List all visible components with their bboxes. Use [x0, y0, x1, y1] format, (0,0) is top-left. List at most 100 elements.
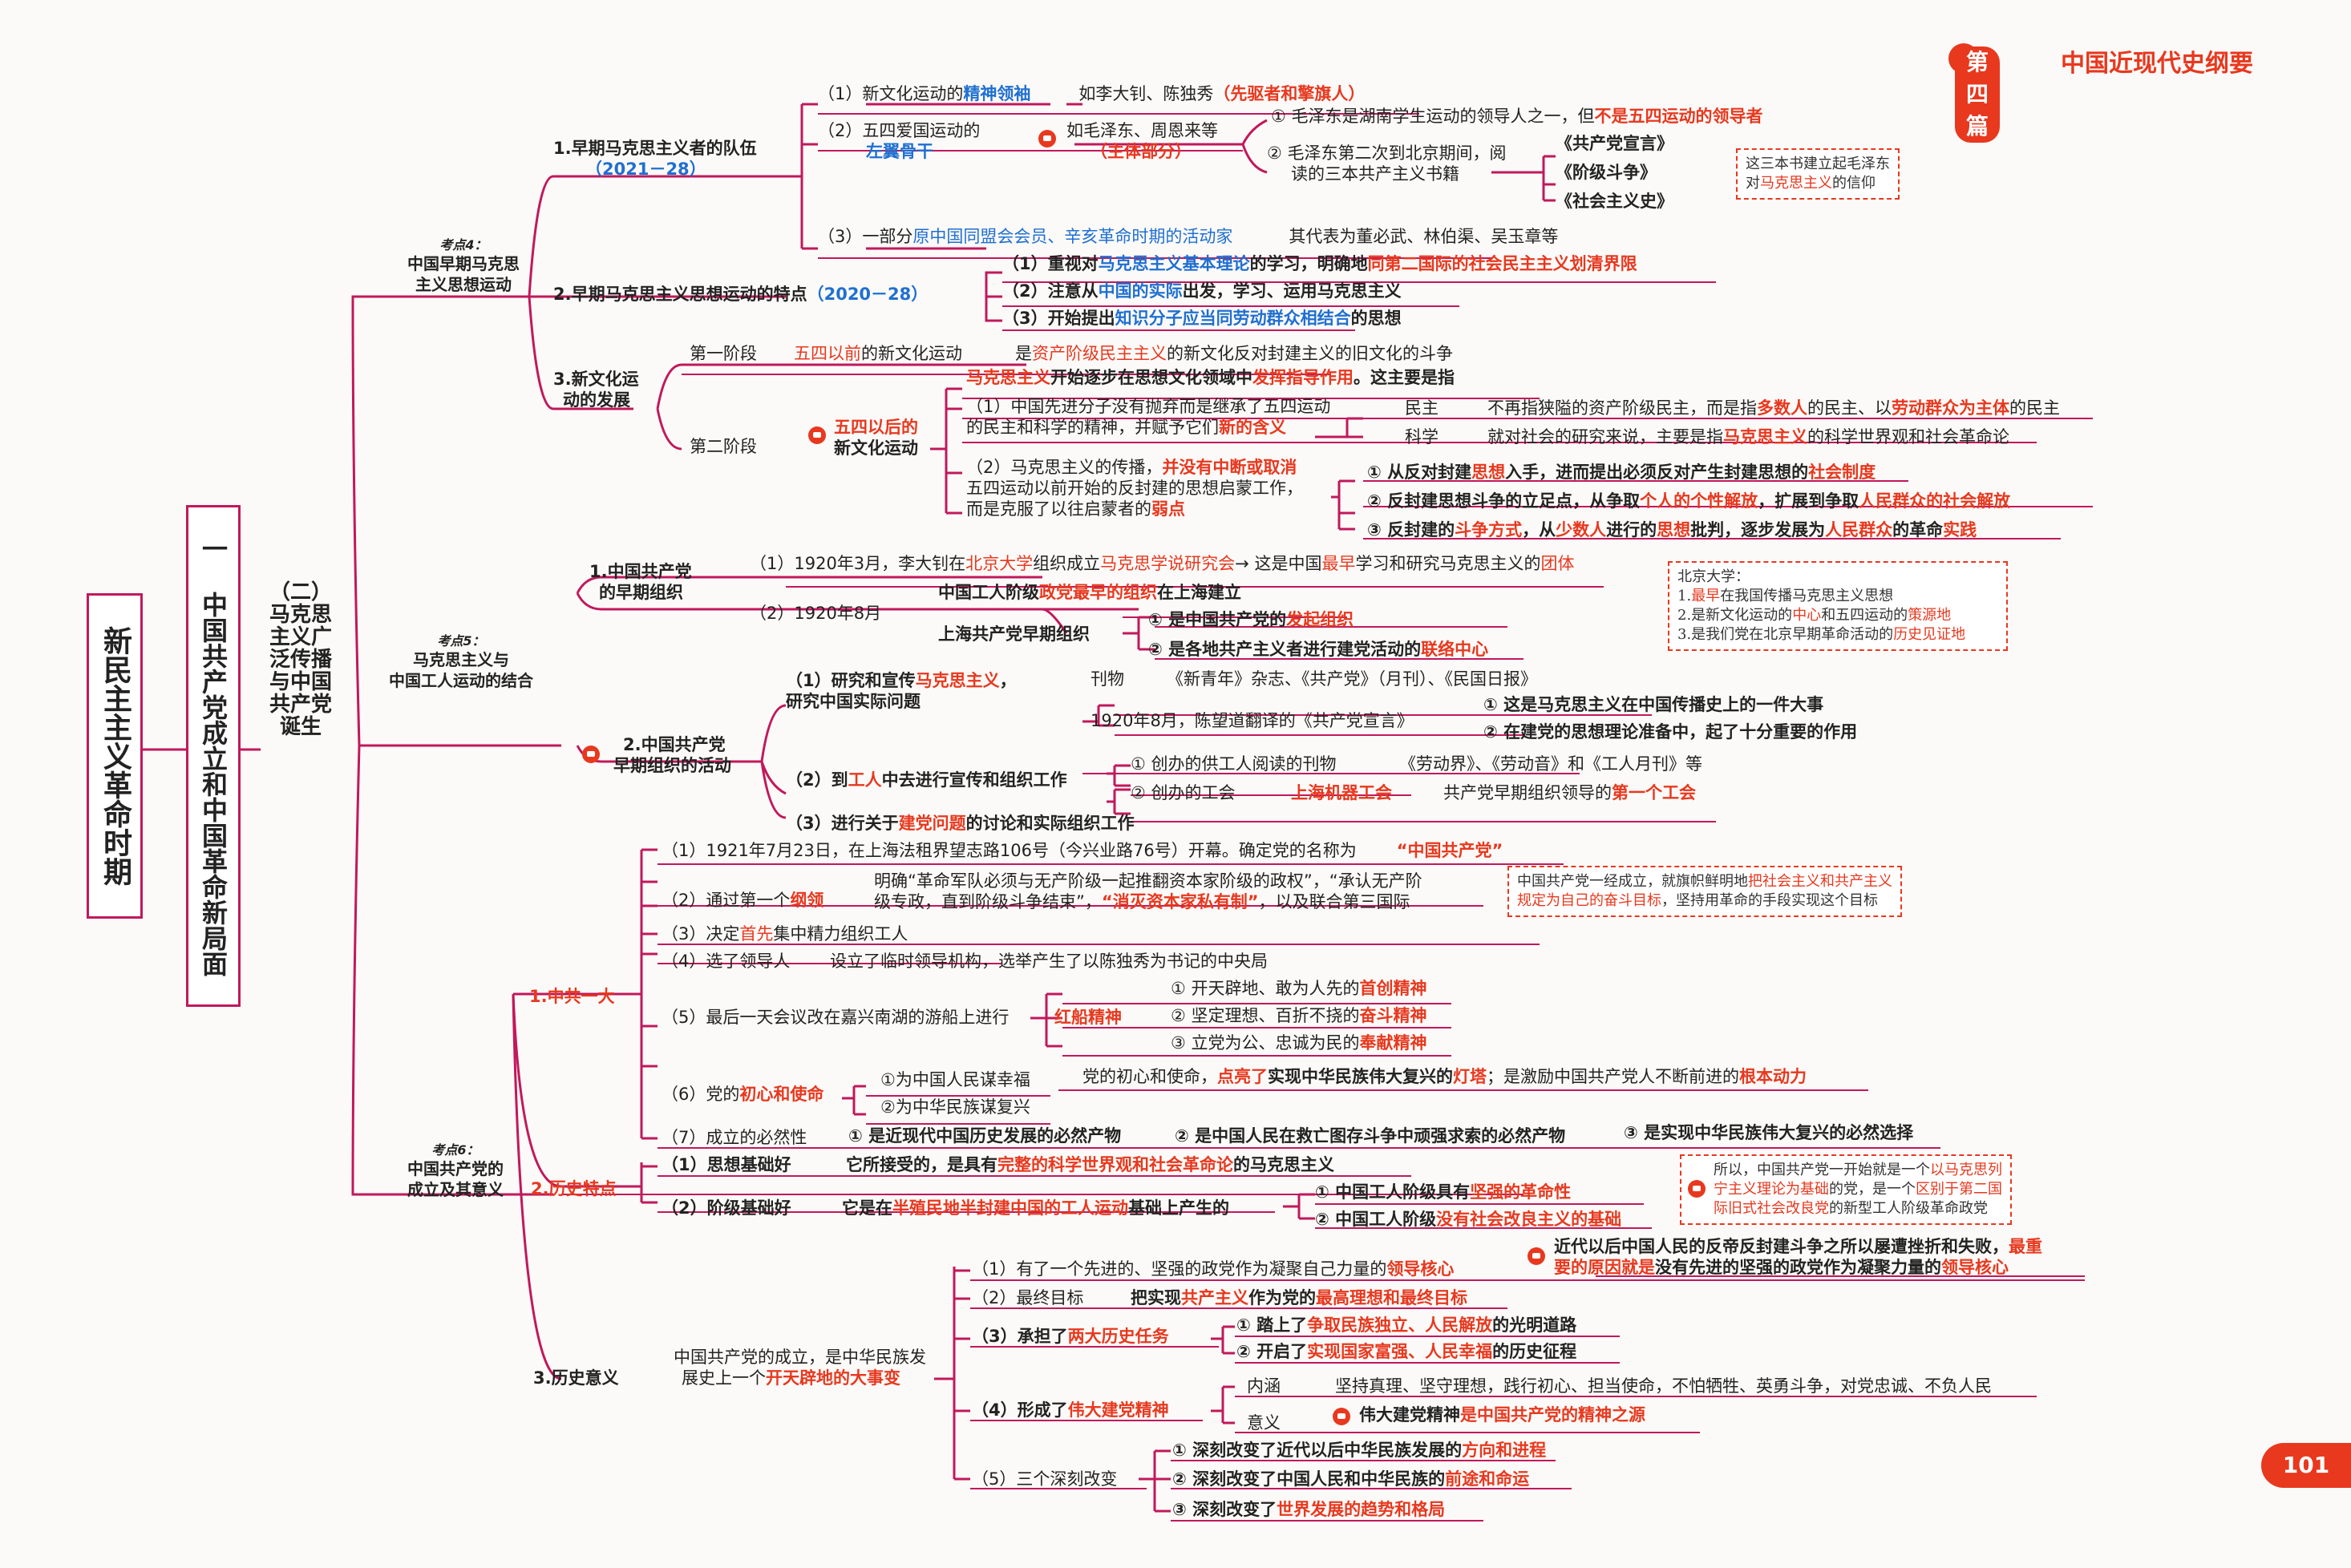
b1-r2-desc: 中国工人阶级政党最早的组织在上海建立	[938, 583, 1241, 602]
book-2: 《阶级斗争》	[1556, 163, 1657, 182]
c3-y4-meaning: 伟大建党精神是中国共产党的精神之源	[1359, 1405, 1645, 1425]
c3-y4-connotation: 坚持真理、坚守理想，践行初心、担当使命，不怕牺牲、英勇斗争，对党忠诚、不负人民	[1335, 1376, 1992, 1396]
a3-marx-guide: 马克思主义开始逐步在思想文化领域中发挥指导作用。这主要是指	[966, 368, 1455, 387]
c3-y3-1: ① 踏上了争取民族独立、人民解放的光明道路	[1236, 1315, 1577, 1335]
c1-title: 1.中共一大	[529, 987, 615, 1006]
c1-q7b: ② 是中国人民在救亡图存斗争中顽强求索的必然产物	[1175, 1126, 1566, 1146]
a3-c2: （2）马克思主义的传播，并没有中断或取消 五四运动以前开始的反封建的思想启蒙工作…	[966, 458, 1303, 519]
cpc-goal-note: 中国共产党一经成立，就旗帜鲜明地把社会主义和共产主义 规定为自己的奋斗目标，坚持…	[1507, 866, 1902, 917]
a1-item1: （1）新文化运动的精神领袖如李大钊、陈独秀（先驱者和擎旗人）	[818, 84, 1366, 103]
root-node: 新民主主义革命时期	[87, 593, 143, 919]
b2-xy1: ① 这是马克思主义在中国传播史上的一件大事	[1483, 695, 1824, 714]
c1-q1: （1）1921年7月23日，在上海法租界望志路106号（今兴业路76号）开幕。确…	[662, 841, 1503, 860]
key-point-icon	[582, 746, 600, 763]
kd5-label: 考点5： 马克思主义与 中国工人运动的结合	[389, 633, 533, 690]
c1-q4: （4）选了领导人	[662, 952, 791, 971]
a2-p2: （2）注意从中国的实际出发，学习、运用马克思主义	[1002, 281, 1402, 301]
a1-item3: （3）一部分原中国同盟会会员、辛亥革命时期的活动家其代表为董必武、林伯渠、吴玉章…	[818, 227, 1559, 246]
key-point-icon	[1688, 1180, 1706, 1198]
science-desc: 就对社会的研究来说，主要是指马克思主义的科学世界观和社会革命论	[1487, 427, 2009, 447]
c3-y1-note: 近代以后中国人民的反帝反封建斗争之所以屡遭挫折和失败，最重 要的原因就是没有先进…	[1554, 1237, 2042, 1277]
c2-h2d: ① 中国工人阶级具有坚强的革命性	[1315, 1182, 1572, 1202]
red-boat-spirit: 红船精神	[1054, 1008, 1122, 1027]
b2-xy2: ② 在建党的思想理论准备中，起了十分重要的作用	[1483, 722, 1858, 742]
a3-stage1-desc: 五四以前的新文化运动是资产阶级民主主义的新文化反对封建主义的旧文化的斗争	[794, 344, 1453, 363]
b1-sh-org: 上海共产党早期组织	[938, 624, 1090, 644]
c1-q6c: ①为中国人民谋幸福	[880, 1070, 1030, 1089]
key-point-icon	[1528, 1247, 1545, 1265]
key-point-icon	[1038, 130, 1056, 148]
b2-g2: ② 创办的工会	[1131, 783, 1236, 802]
b2-a2: （2）到工人中去进行宣传和组织工作	[786, 770, 1067, 790]
b2-kw: 刊物	[1091, 669, 1124, 689]
a3-stage2: 第二阶段	[690, 437, 757, 456]
c2-h2: （2）阶级基础好	[662, 1198, 791, 1218]
key-point-icon	[808, 426, 826, 444]
c1-q7a: ① 是近现代中国历史发展的必然产物	[848, 1126, 1122, 1146]
c3-y5: （5）三个深刻改变	[972, 1469, 1118, 1489]
democracy-label: 民主	[1405, 398, 1439, 418]
c3-y3: （3）承担了两大历史任务	[972, 1327, 1169, 1346]
c1-q5c: ② 坚定理想、百折不挠的奋斗精神	[1171, 1006, 1427, 1025]
a3-c1: （1）中国先进分子没有抛弃而是继承了五四运动 的民主和科学的精神，并赋予它们新的…	[966, 397, 1331, 437]
c3-y2: （2）最终目标	[972, 1288, 1084, 1307]
c3-y4-meaning-label: 意义	[1247, 1413, 1281, 1433]
c3-lead: 中国共产党的成立，是中华民族发 展史上一个开天辟地的大事变	[674, 1348, 926, 1388]
b2-g1: ① 创办的供工人阅读的刊物	[1131, 754, 1337, 774]
a2-p3: （3）开始提出知识分子应当同劳动群众相结合的思想	[1002, 309, 1402, 328]
democracy-desc: 不再指狭隘的资产阶级民主，而是指多数人的民主、以劳动群众为主体的民主	[1487, 398, 2060, 418]
c3-y4: （4）形成了伟大建党精神	[972, 1400, 1169, 1420]
c1-q5: （5）最后一天会议改在嘉兴南湖的游船上进行	[662, 1008, 1010, 1027]
chapter-node: 一 中国共产党成立和中国革命新局面	[186, 505, 241, 1007]
c2-title: 2.历史特点	[531, 1179, 617, 1198]
mao-note1: ① 毛泽东是湖南学生运动的领导人之一，但不是五四运动的领导者	[1271, 107, 1763, 126]
a2-p1: （1）重视对马克思主义基本理论的学习，明确地同第二国际的社会民主主义划清界限	[1002, 254, 1637, 273]
b1-sh-2: ② 是各地共产主义者进行建党活动的联络中心	[1148, 640, 1489, 659]
c3-y5-1: ① 深刻改变了近代以后中华民族发展的方向和进程	[1172, 1441, 1547, 1460]
c1-q6-desc: 党的初心和使命，点亮了实现中华民族伟大复兴的灯塔；是激励中国共产党人不断前进的根…	[1082, 1067, 1807, 1086]
a3-w1: ① 从反对封建思想入手，进而提出必须反对产生封建思想的社会制度	[1367, 463, 1876, 482]
c3-y4-connotation-label: 内涵	[1247, 1376, 1281, 1396]
a3-stage1: 第一阶段	[690, 344, 757, 363]
c1-q3: （3）决定首先集中精力组织工人	[662, 924, 908, 944]
c1-q2: （2）通过第一个纲领	[662, 891, 824, 910]
b2-a3: （3）进行关于建党问题的讨论和实际组织工作	[786, 814, 1135, 833]
c2-h2f: ② 中国工人阶级没有社会改良主义的基础	[1315, 1210, 1622, 1229]
b1-r2: （2）1920年8月	[750, 604, 882, 623]
c2-h1-desc: 它所接受的，是具有完整的科学世界观和社会革命论的马克思主义	[846, 1155, 1334, 1174]
a1-item2: （2）五四爱国运动的 左翼骨干	[818, 121, 981, 161]
a1-item2-note: 如毛泽东、周恩来等 （主体部分）	[1066, 121, 1218, 161]
c1-q4-desc: 设立了临时领导机构，选举产生了以陈独秀为书记的中央局	[830, 952, 1268, 971]
books-note: 这三本书建立起毛泽东 对马克思主义的信仰	[1736, 148, 1900, 200]
b2-xy: 1920年8月，陈望道翻译的《共产党宣言》	[1091, 711, 1414, 730]
c3-y5-3: ③ 深刻改变了世界发展的趋势和格局	[1172, 1500, 1446, 1519]
c3-y3-2: ② 开启了实现国家富强、人民幸福的历史征程	[1236, 1342, 1577, 1361]
c3-y2-desc: 把实现共产主义作为党的最高理想和最终目标	[1131, 1288, 1467, 1307]
c1-q6d: ②为中华民族谋复兴	[880, 1097, 1030, 1117]
c1-q5d: ③ 立党为公、忠诚为民的奉献精神	[1171, 1033, 1427, 1053]
c1-q5b: ① 开天辟地、敢为人先的首创精神	[1171, 979, 1427, 998]
a3-stage2-name: 五四以后的 新文化运动	[834, 418, 918, 458]
c2-h1: （1）思想基础好	[662, 1155, 791, 1174]
section-node: （二）马克思主义广泛传播与中国共产党诞生	[269, 580, 332, 739]
page-number: 101	[2261, 1443, 2351, 1488]
mao-note2: ② 毛泽东第二次到北京期间，阅 读的三本共产主义书籍	[1267, 143, 1507, 184]
b1-r1: （1）1920年3月，李大钊在北京大学组织成立马克思学说研究会→ 这是中国最早学…	[750, 554, 1575, 573]
b2-a1: （1）研究和宣传马克思主义， 研究中国实际问题	[786, 671, 1017, 711]
book-3: 《社会主义史》	[1556, 192, 1673, 211]
c1-q7c: ③ 是实现中华民族伟大复兴的必然选择	[1624, 1123, 1914, 1142]
kd6-label: 考点6： 中国共产党的 成立及其意义	[407, 1142, 504, 1199]
header-badge: 第四篇	[1955, 46, 2001, 143]
a3-w3: ③ 反封建的斗争方式，从少数人进行的思想批判，逐步发展为人民群众的革命实践	[1367, 520, 1977, 540]
a1-title: 1.早期马克思主义者的队伍 （2021－28）	[553, 139, 757, 179]
c1-q2-desc: 明确“革命军队必须与无产阶级一起推翻资本家阶级的政权”，“承认无产阶 级专政，直…	[874, 871, 1422, 911]
book-1: 《共产党宣言》	[1556, 134, 1673, 153]
b1-sh-1: ① 是中国共产党的发起组织	[1148, 610, 1354, 629]
b2-g2b: 共产党早期组织领导的第一个工会	[1443, 783, 1696, 802]
science-label: 科学	[1405, 427, 1439, 447]
a3-w2: ② 反封建思想斗争的立足点，从争取个人的个性解放，扩展到争取人民群众的社会解放	[1367, 491, 2011, 511]
new-party-note: 所以，中国共产党一开始就是一个以马克思列 宁主义理论为基础的党，是一个区别于第二…	[1680, 1154, 2012, 1225]
a2-title: 2.早期马克思主义思想运动的特点（2020－28）	[553, 285, 929, 304]
c3-title: 3.历史意义	[533, 1368, 619, 1388]
